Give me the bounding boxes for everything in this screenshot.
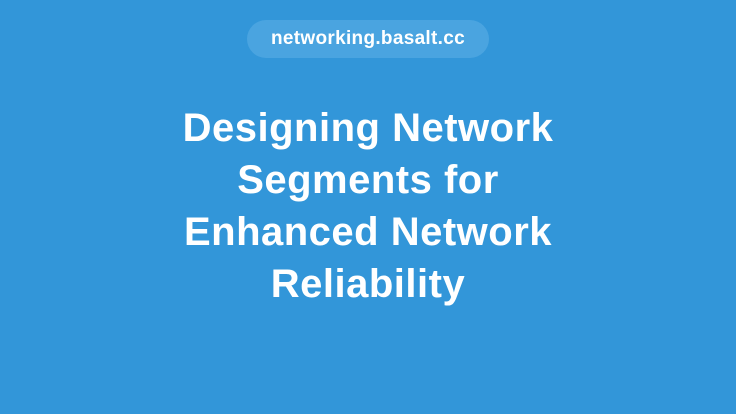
site-domain-badge[interactable]: networking.basalt.cc bbox=[247, 20, 489, 58]
page-title-line-3: Enhanced Network bbox=[183, 210, 553, 254]
page-title-line-1: Designing Network bbox=[182, 106, 554, 150]
page-title-line-4: Reliability bbox=[270, 262, 466, 306]
page-title: Designing Network Segments for Enhanced … bbox=[183, 102, 554, 310]
page-title-line-2: Segments for bbox=[237, 158, 499, 202]
